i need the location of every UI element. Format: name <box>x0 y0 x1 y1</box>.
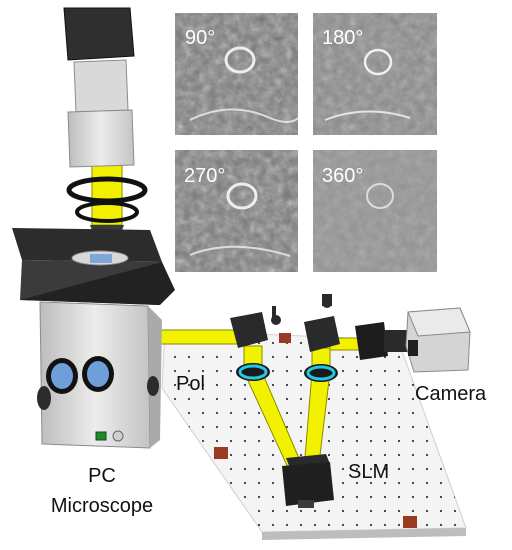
phase-image-panel-180: 180° <box>313 13 437 135</box>
mirror-mount-2 <box>304 294 340 352</box>
phase-image-panel-270: 270° <box>175 150 298 272</box>
mirror-mount-1 <box>230 306 281 348</box>
brightness-knob <box>112 430 124 442</box>
phase-image-panel-90: 90° <box>175 13 299 135</box>
spatial-light-modulator <box>282 454 334 508</box>
camera <box>405 307 471 373</box>
panel-label-360: 360° <box>322 165 363 187</box>
table-mount-posts <box>214 333 417 528</box>
eyepieces <box>46 356 114 394</box>
mount-post <box>214 447 228 459</box>
camera-label: Camera <box>415 383 487 405</box>
panel-label-90: 90° <box>185 27 215 49</box>
polarizer-label: Pol <box>176 373 205 395</box>
camera-lens-tube <box>355 322 408 360</box>
microscope-label-line2: Microscope <box>51 495 153 517</box>
mount-post <box>279 333 291 343</box>
lens-1 <box>236 363 270 381</box>
power-button <box>95 431 107 441</box>
slm-label: SLM <box>348 461 389 483</box>
panel-label-270: 270° <box>184 165 225 187</box>
lens-2 <box>304 364 338 382</box>
mount-post <box>403 516 417 528</box>
microscope-label-line1: PC <box>88 465 116 487</box>
panel-label-180: 180° <box>322 27 363 49</box>
phase-image-panel-360: 360° <box>313 150 437 272</box>
phase-contrast-microscope <box>12 7 175 449</box>
